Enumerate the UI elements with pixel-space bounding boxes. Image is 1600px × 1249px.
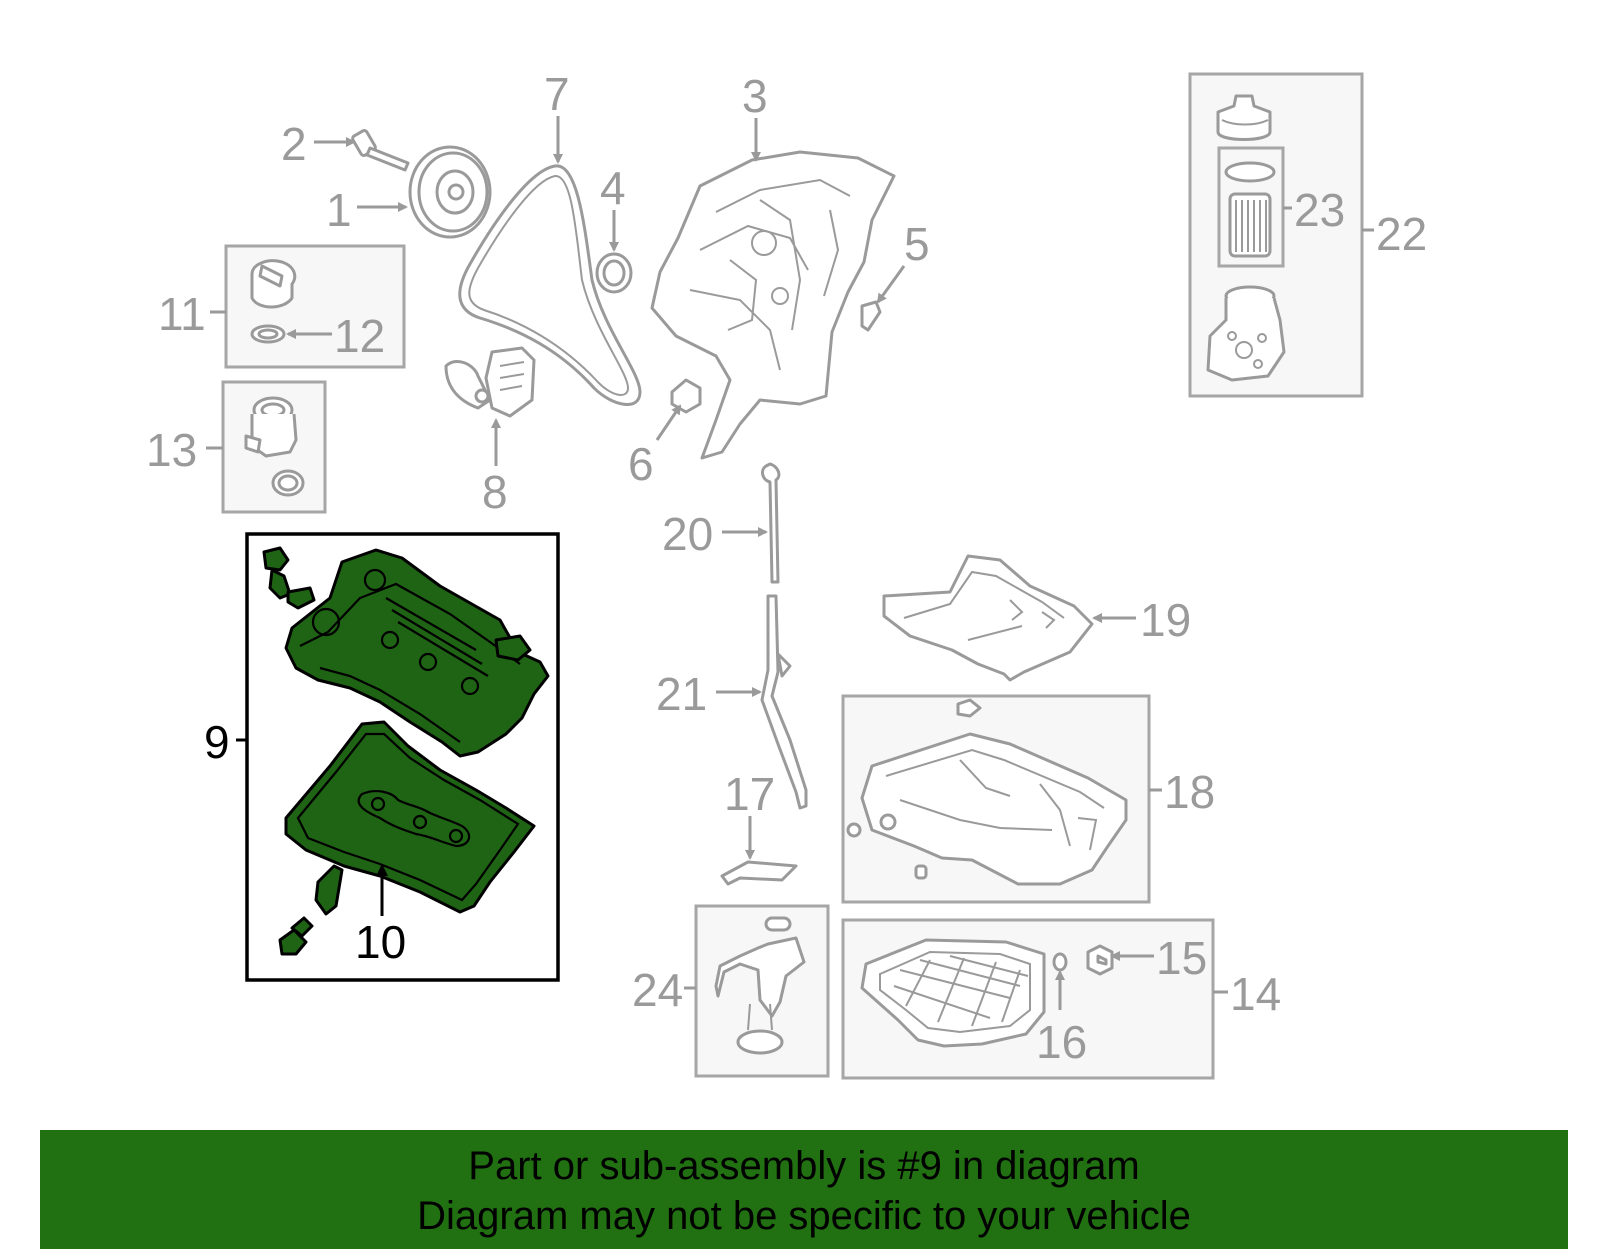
callout-8: 8 (482, 466, 508, 518)
banner-line-part-number: Part or sub-assembly is #9 in diagram (468, 1144, 1140, 1188)
callout-22: 22 (1376, 208, 1427, 260)
timing-chain-part (458, 164, 642, 406)
callout-13: 13 (146, 424, 197, 476)
oil-filter-assembly-part (1206, 94, 1286, 382)
callout-20: 20 (662, 508, 713, 560)
banner-line-disclaimer: Diagram may not be specific to your vehi… (417, 1194, 1191, 1238)
callout-15: 15 (1156, 932, 1207, 984)
housing-part (244, 396, 305, 497)
callout-24: 24 (632, 964, 683, 1016)
callout-18: 18 (1164, 766, 1215, 818)
callout-16: 16 (1036, 1016, 1087, 1068)
oil-seal-part (595, 252, 633, 294)
small-gasket-part (670, 378, 702, 414)
callout-9: 9 (204, 716, 230, 768)
callout-2: 2 (281, 118, 307, 170)
callout-19: 19 (1140, 594, 1191, 646)
drain-plug-part (1052, 944, 1114, 976)
callout-10: 10 (355, 916, 406, 968)
pulley-bolt-part (351, 129, 410, 172)
crankshaft-pulley-part (408, 145, 492, 239)
baffle-part (720, 860, 798, 886)
windage-tray-part (882, 554, 1094, 682)
callout-6: 6 (628, 438, 654, 490)
callout-7: 7 (544, 68, 570, 120)
callout-5: 5 (904, 218, 930, 270)
dipstick-part (760, 462, 808, 810)
leader-lines (206, 116, 1374, 1010)
callout-labels: 1 2 3 4 5 6 7 8 9 10 11 12 13 14 15 16 1… (146, 68, 1427, 1068)
callout-1: 1 (326, 184, 352, 236)
oil-pickup-part (714, 916, 806, 1055)
callout-14: 14 (1230, 968, 1281, 1020)
callout-12: 12 (334, 310, 385, 362)
chain-tensioner-part (444, 346, 536, 418)
callout-3: 3 (742, 70, 768, 122)
callout-21: 21 (656, 668, 707, 720)
callout-4: 4 (600, 162, 626, 214)
cover-gasket-part (860, 300, 882, 332)
valve-cover-assembly-part (262, 546, 550, 956)
callout-17: 17 (724, 768, 775, 820)
callout-11: 11 (158, 288, 206, 340)
oil-filler-cap-part (250, 259, 297, 344)
info-banner: Part or sub-assembly is #9 in diagram Di… (40, 1130, 1568, 1249)
callout-23: 23 (1294, 184, 1345, 236)
lower-oil-pan-part (860, 938, 1046, 1048)
timing-cover-part (650, 150, 896, 460)
upper-oil-pan-part (846, 698, 1128, 886)
